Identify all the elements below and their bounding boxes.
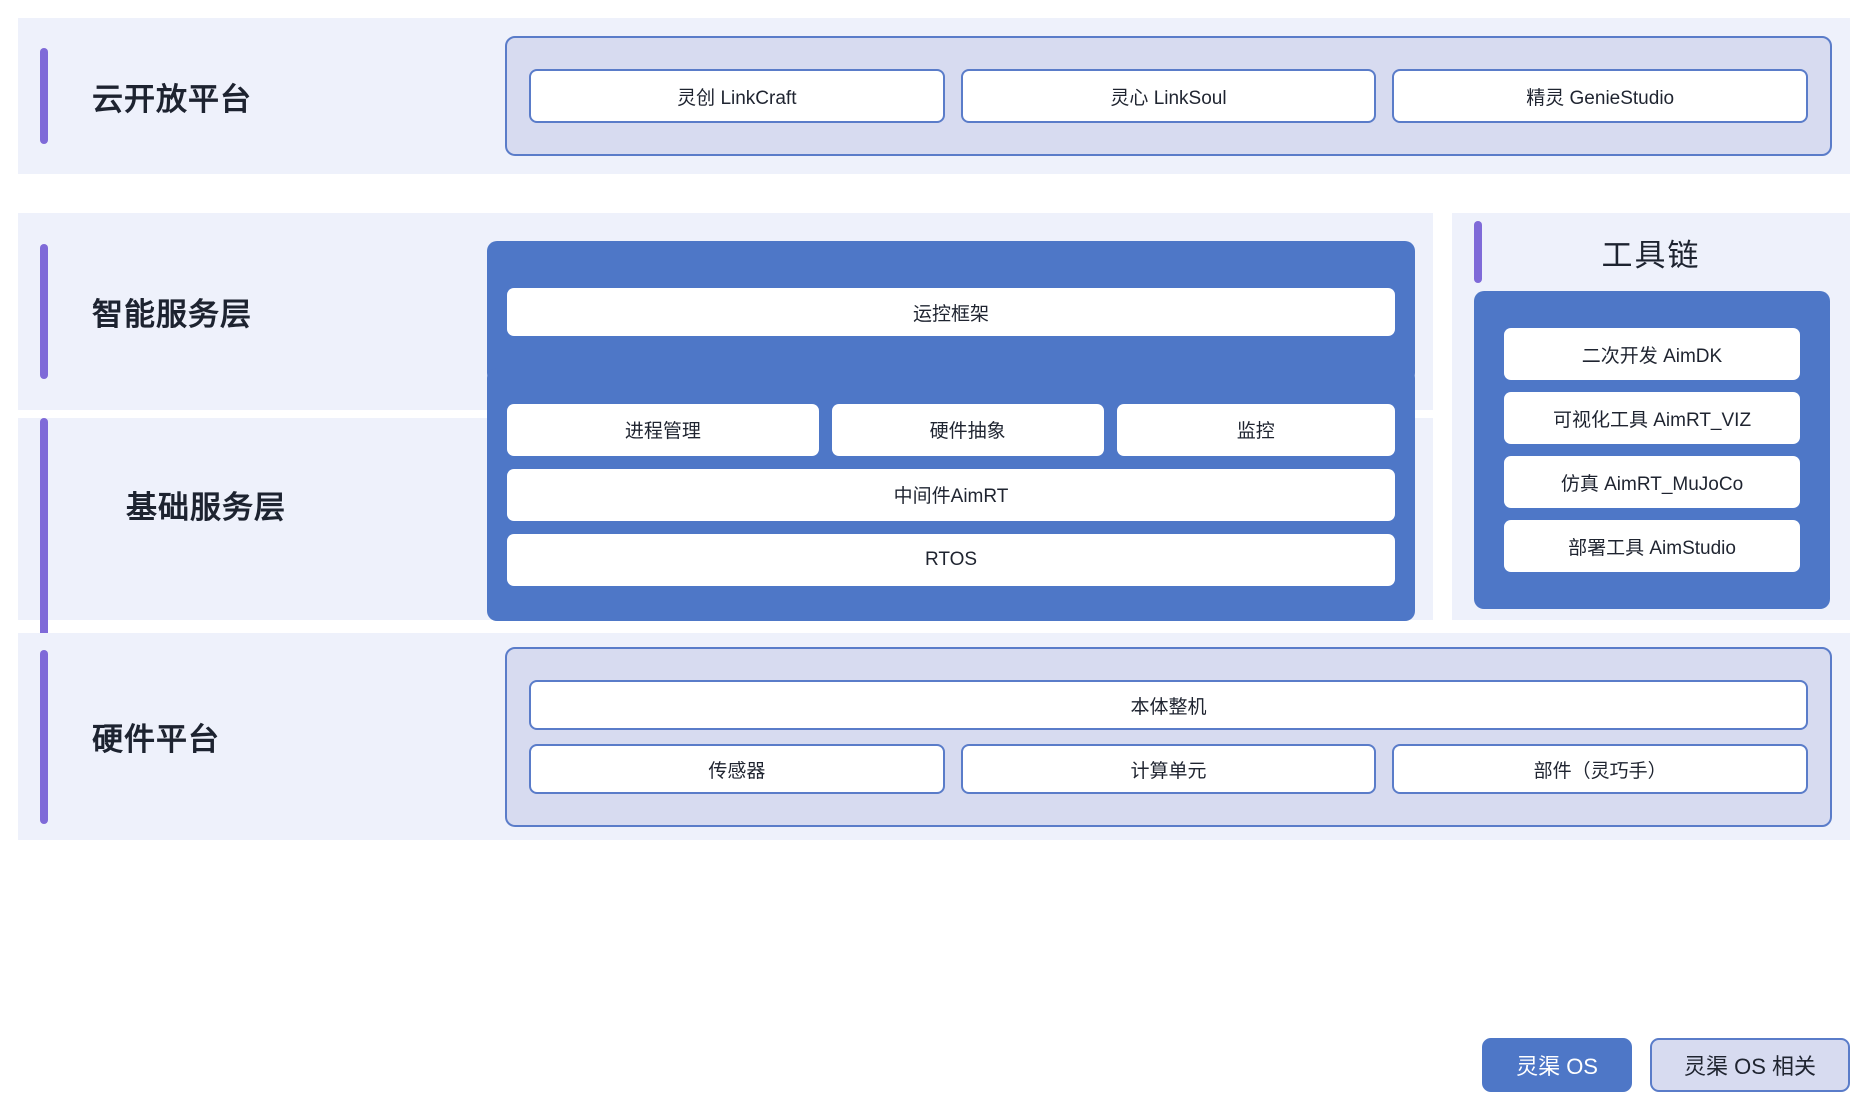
row-intelligent-service-layer: 智能服务层 运控框架 [18, 213, 1433, 410]
cloud-platform-container: 灵创 LinkCraft 灵心 LinkSoul 精灵 GenieStudio [505, 36, 1832, 156]
row-label-hardware-platform: 硬件平台 [92, 722, 220, 757]
chip-process-management[interactable]: 进程管理 [507, 403, 819, 456]
legend-item-lingqu-os-related: 灵渠 OS 相关 [1649, 1038, 1850, 1092]
legend: 灵渠 OS 灵渠 OS 相关 [1482, 1038, 1850, 1092]
accent-bar-icon [40, 48, 48, 144]
chip-sensor[interactable]: 传感器 [529, 744, 945, 794]
toolchain-container: 二次开发 AimDK 可视化工具 AimRT_VIZ 仿真 AimRT_MuJo… [1474, 291, 1830, 609]
chip-dexterous-hand[interactable]: 部件（灵巧手） [1392, 744, 1809, 794]
chip-aimstudio[interactable]: 部署工具 AimStudio [1504, 520, 1800, 572]
basic-service-top-row: 进程管理 硬件抽象 监控 [507, 403, 1395, 456]
toolchain-title: 工具链 [1601, 237, 1701, 273]
accent-bar-icon [40, 244, 48, 379]
chip-geniestudio[interactable]: 精灵 GenieStudio [1392, 69, 1809, 123]
row-label-basic-service-layer: 基础服务层 [126, 490, 286, 525]
row-label-cloud-open-platform: 云开放平台 [92, 81, 252, 117]
basic-service-container: 进程管理 硬件抽象 监控 中间件AimRT RTOS [487, 368, 1415, 621]
accent-bar-icon [40, 649, 48, 824]
chip-compute-unit[interactable]: 计算单元 [960, 744, 1377, 794]
hardware-bottom-row: 传感器 计算单元 部件（灵巧手） [529, 744, 1809, 794]
chip-linkcraft[interactable]: 灵创 LinkCraft [529, 69, 945, 123]
accent-bar-icon [40, 418, 48, 658]
chip-rtos[interactable]: RTOS [507, 533, 1395, 586]
accent-bar-icon [1474, 221, 1482, 283]
row-cloud-open-platform: 云开放平台 灵创 LinkCraft 灵心 LinkSoul 精灵 GenieS… [18, 18, 1850, 174]
row-basic-service-layer: 基础服务层 进程管理 硬件抽象 监控 中间件AimRT RTOS [18, 368, 1433, 658]
hardware-platform-container: 本体整机 传感器 计算单元 部件（灵巧手） [505, 647, 1832, 827]
chip-aimrt-viz[interactable]: 可视化工具 AimRT_VIZ [1504, 392, 1800, 444]
chip-aimrt-mujoco[interactable]: 仿真 AimRT_MuJoCo [1504, 456, 1800, 508]
toolchain-panel: 工具链 二次开发 AimDK 可视化工具 AimRT_VIZ 仿真 AimRT_… [1452, 213, 1850, 620]
legend-item-lingqu-os: 灵渠 OS [1482, 1038, 1632, 1092]
chip-aimdk[interactable]: 二次开发 AimDK [1504, 328, 1800, 380]
chip-middleware-aimrt[interactable]: 中间件AimRT [507, 468, 1395, 521]
toolchain-header: 工具链 [1452, 213, 1850, 291]
chip-monitoring[interactable]: 监控 [1116, 403, 1395, 456]
row-label-intelligent-service-layer: 智能服务层 [92, 297, 252, 332]
chip-hardware-abstraction[interactable]: 硬件抽象 [831, 403, 1104, 456]
intelligent-service-container: 运控框架 [487, 241, 1415, 383]
chip-linksoul[interactable]: 灵心 LinkSoul [960, 69, 1377, 123]
chip-robot-body[interactable]: 本体整机 [529, 680, 1808, 730]
row-hardware-platform: 硬件平台 本体整机 传感器 计算单元 部件（灵巧手） [18, 633, 1850, 840]
chip-motion-control-framework[interactable]: 运控框架 [507, 288, 1395, 336]
